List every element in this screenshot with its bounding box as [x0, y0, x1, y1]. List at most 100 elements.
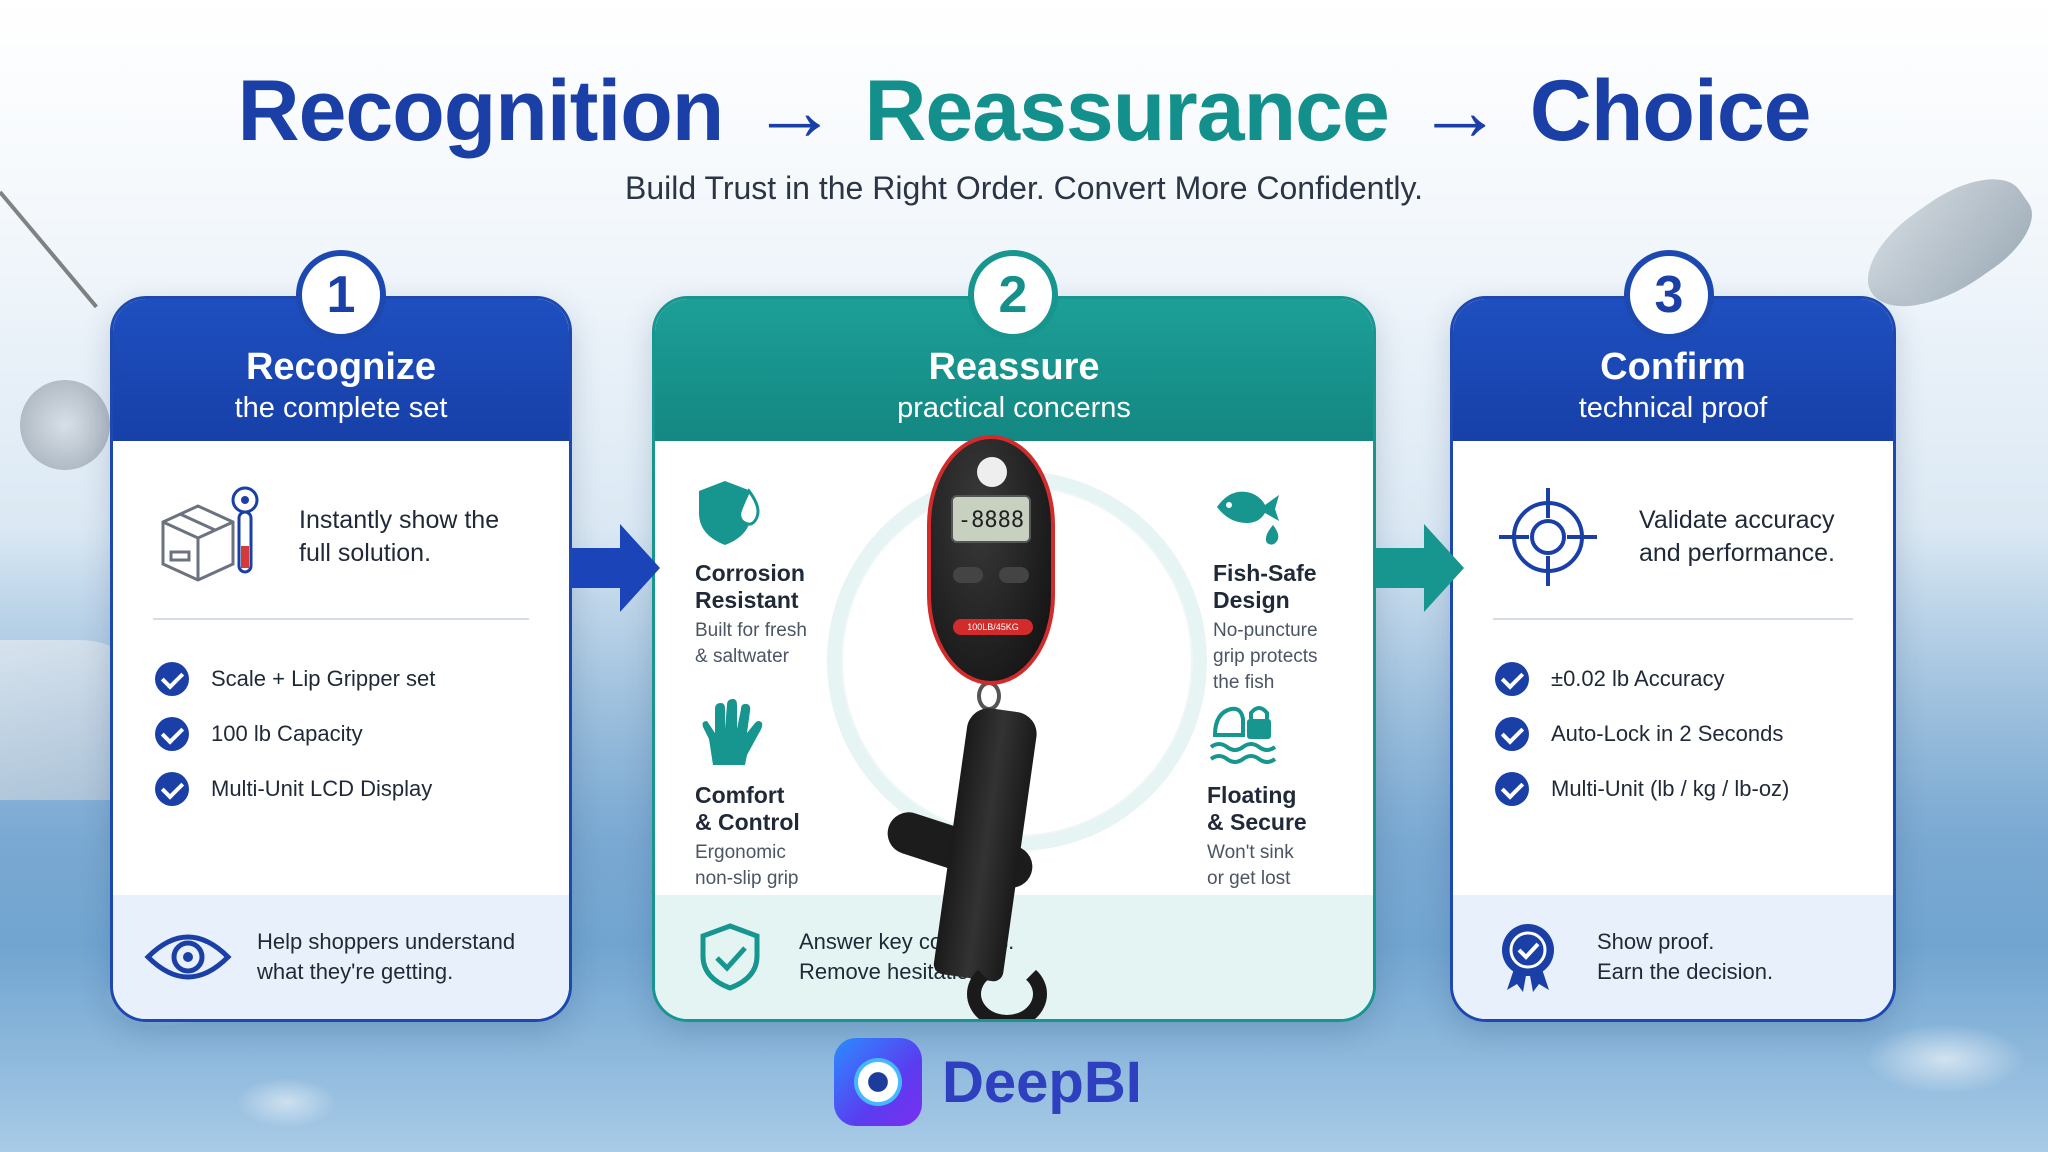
checklist-label: 100 lb Capacity [211, 720, 363, 746]
shield-check-icon [700, 923, 760, 991]
feature-desc-line: Built for fresh [695, 620, 807, 641]
feature-desc: Built for fresh & saltwater [695, 618, 845, 670]
checklist: Scale + Lip Gripper set 100 lb Capacity … [155, 651, 549, 816]
feature-title-line: Design [1213, 587, 1290, 613]
step-card-recognize: Recognize the complete set Instantly sho… [110, 296, 572, 1022]
eye-icon [144, 934, 232, 980]
arrow-head [1424, 524, 1464, 612]
divider [153, 618, 529, 620]
fishing-reel-image [20, 380, 110, 470]
feature-desc-line: grip protects [1213, 646, 1318, 667]
card-subtitle: practical concerns [897, 392, 1131, 424]
scale-logo [977, 457, 1007, 487]
check-icon [1495, 771, 1529, 806]
intro-text: Instantly show the full solution. [299, 504, 499, 570]
title-arrow: → [751, 63, 837, 159]
footer-line: Help shoppers understand [257, 929, 516, 954]
scale-tare-button [953, 567, 983, 583]
glove-icon [702, 699, 763, 765]
deepbi-logo-icon [834, 1038, 922, 1126]
intro-row: Instantly show the full solution. [153, 477, 539, 597]
check-icon [155, 771, 189, 806]
checklist-label: Multi-Unit LCD Display [211, 775, 433, 801]
brand-logo-lockup: DeepBI [834, 1038, 1142, 1126]
feature-comfort-control: Comfort& Control Ergonomic non-slip grip [695, 699, 845, 892]
shield-drop-icon [699, 481, 760, 545]
footer-line: what they're getting. [257, 959, 454, 984]
scale-ring-image [977, 681, 1001, 711]
title-choice: Choice [1529, 63, 1812, 159]
feature-title-line: & Secure [1207, 809, 1307, 835]
card-subtitle: technical proof [1578, 392, 1768, 424]
feature-desc-line: or get lost [1207, 868, 1291, 889]
arrow-head [620, 524, 660, 612]
arrow-shaft [572, 548, 622, 588]
page-title: Recognition→Reassurance→Choice [0, 62, 2048, 161]
feature-desc-line: No-puncture [1213, 620, 1318, 641]
scale-lcd-display: -8888 [951, 495, 1031, 543]
checklist-item: ±0.02 lb Accuracy [1495, 651, 1873, 706]
feature-desc-line: Ergonomic [695, 842, 786, 863]
feature-desc-line: non-slip grip [695, 868, 799, 889]
box-and-tool-icon [161, 486, 259, 582]
digital-scale-image: -8888 100LB/45KG [927, 435, 1055, 685]
feature-desc: Ergonomic non-slip grip [695, 840, 845, 892]
checklist-label: Auto-Lock in 2 Seconds [1551, 720, 1784, 746]
scale-capacity-label: 100LB/45KG [953, 619, 1033, 635]
floating-lock-icon [1209, 706, 1277, 764]
title-arrow: → [1416, 63, 1503, 159]
intro-line: full solution. [299, 539, 432, 567]
footer-text: Help shoppers understand what they're ge… [257, 927, 515, 987]
checklist-item: 100 lb Capacity [155, 706, 549, 761]
feature-desc-line: the fish [1213, 672, 1275, 693]
feature-title: Comfort& Control [695, 782, 845, 836]
card-title: Recognize [245, 346, 437, 388]
check-icon [1495, 716, 1529, 751]
checklist: ±0.02 lb Accuracy Auto-Lock in 2 Seconds… [1495, 651, 1873, 816]
intro-line: Validate accuracy [1639, 506, 1835, 534]
feature-title-line: Comfort [695, 782, 785, 808]
step-number-badge: 1 [296, 250, 386, 340]
feature-title-line: Resistant [695, 587, 799, 613]
intro-row: Validate accuracy and performance. [1493, 477, 1863, 597]
card-subtitle: the complete set [234, 392, 448, 424]
footer-line: Show proof. [1597, 929, 1715, 954]
feature-title: Floating& Secure [1207, 782, 1357, 836]
fish-drop-icon [1217, 491, 1279, 545]
checklist-item: Multi-Unit LCD Display [155, 761, 549, 816]
page-subtitle: Build Trust in the Right Order. Convert … [625, 170, 1423, 206]
footer-line: Earn the decision. [1597, 959, 1774, 984]
step-card-confirm: Confirm technical proof Validate accurac… [1450, 296, 1896, 1022]
intro-text: Validate accuracy and performance. [1639, 504, 1835, 570]
award-badge-icon [1502, 924, 1554, 992]
feature-title-line: & Control [695, 809, 800, 835]
fishing-rod-image [0, 190, 98, 309]
intro-line: Instantly show the [299, 506, 500, 534]
checklist-item: Auto-Lock in 2 Seconds [1495, 706, 1873, 761]
checklist-label: ±0.02 lb Accuracy [1551, 665, 1725, 691]
card-header: Recognize the complete set [113, 299, 569, 441]
footer-text: Show proof. Earn the decision. [1597, 927, 1773, 987]
intro-line: and performance. [1639, 539, 1835, 567]
step-number-badge: 3 [1624, 250, 1714, 340]
gripper-jaw-image [967, 959, 1047, 1019]
feature-title-line: Corrosion [695, 560, 805, 586]
feature-desc-line: & saltwater [695, 646, 789, 667]
feature-title-line: Floating [1207, 782, 1297, 808]
check-icon [155, 716, 189, 751]
arrow-shaft [1376, 548, 1426, 588]
card-footer: Show proof. Earn the decision. [1453, 895, 1893, 1019]
checklist-label: Multi-Unit (lb / kg / lb-oz) [1551, 775, 1790, 801]
target-crosshair-icon [1499, 488, 1597, 586]
check-icon [155, 661, 189, 696]
brand-name: DeepBI [942, 1049, 1142, 1115]
card-title: Confirm [1600, 346, 1746, 388]
feature-title-line: Fish-Safe [1213, 560, 1317, 586]
